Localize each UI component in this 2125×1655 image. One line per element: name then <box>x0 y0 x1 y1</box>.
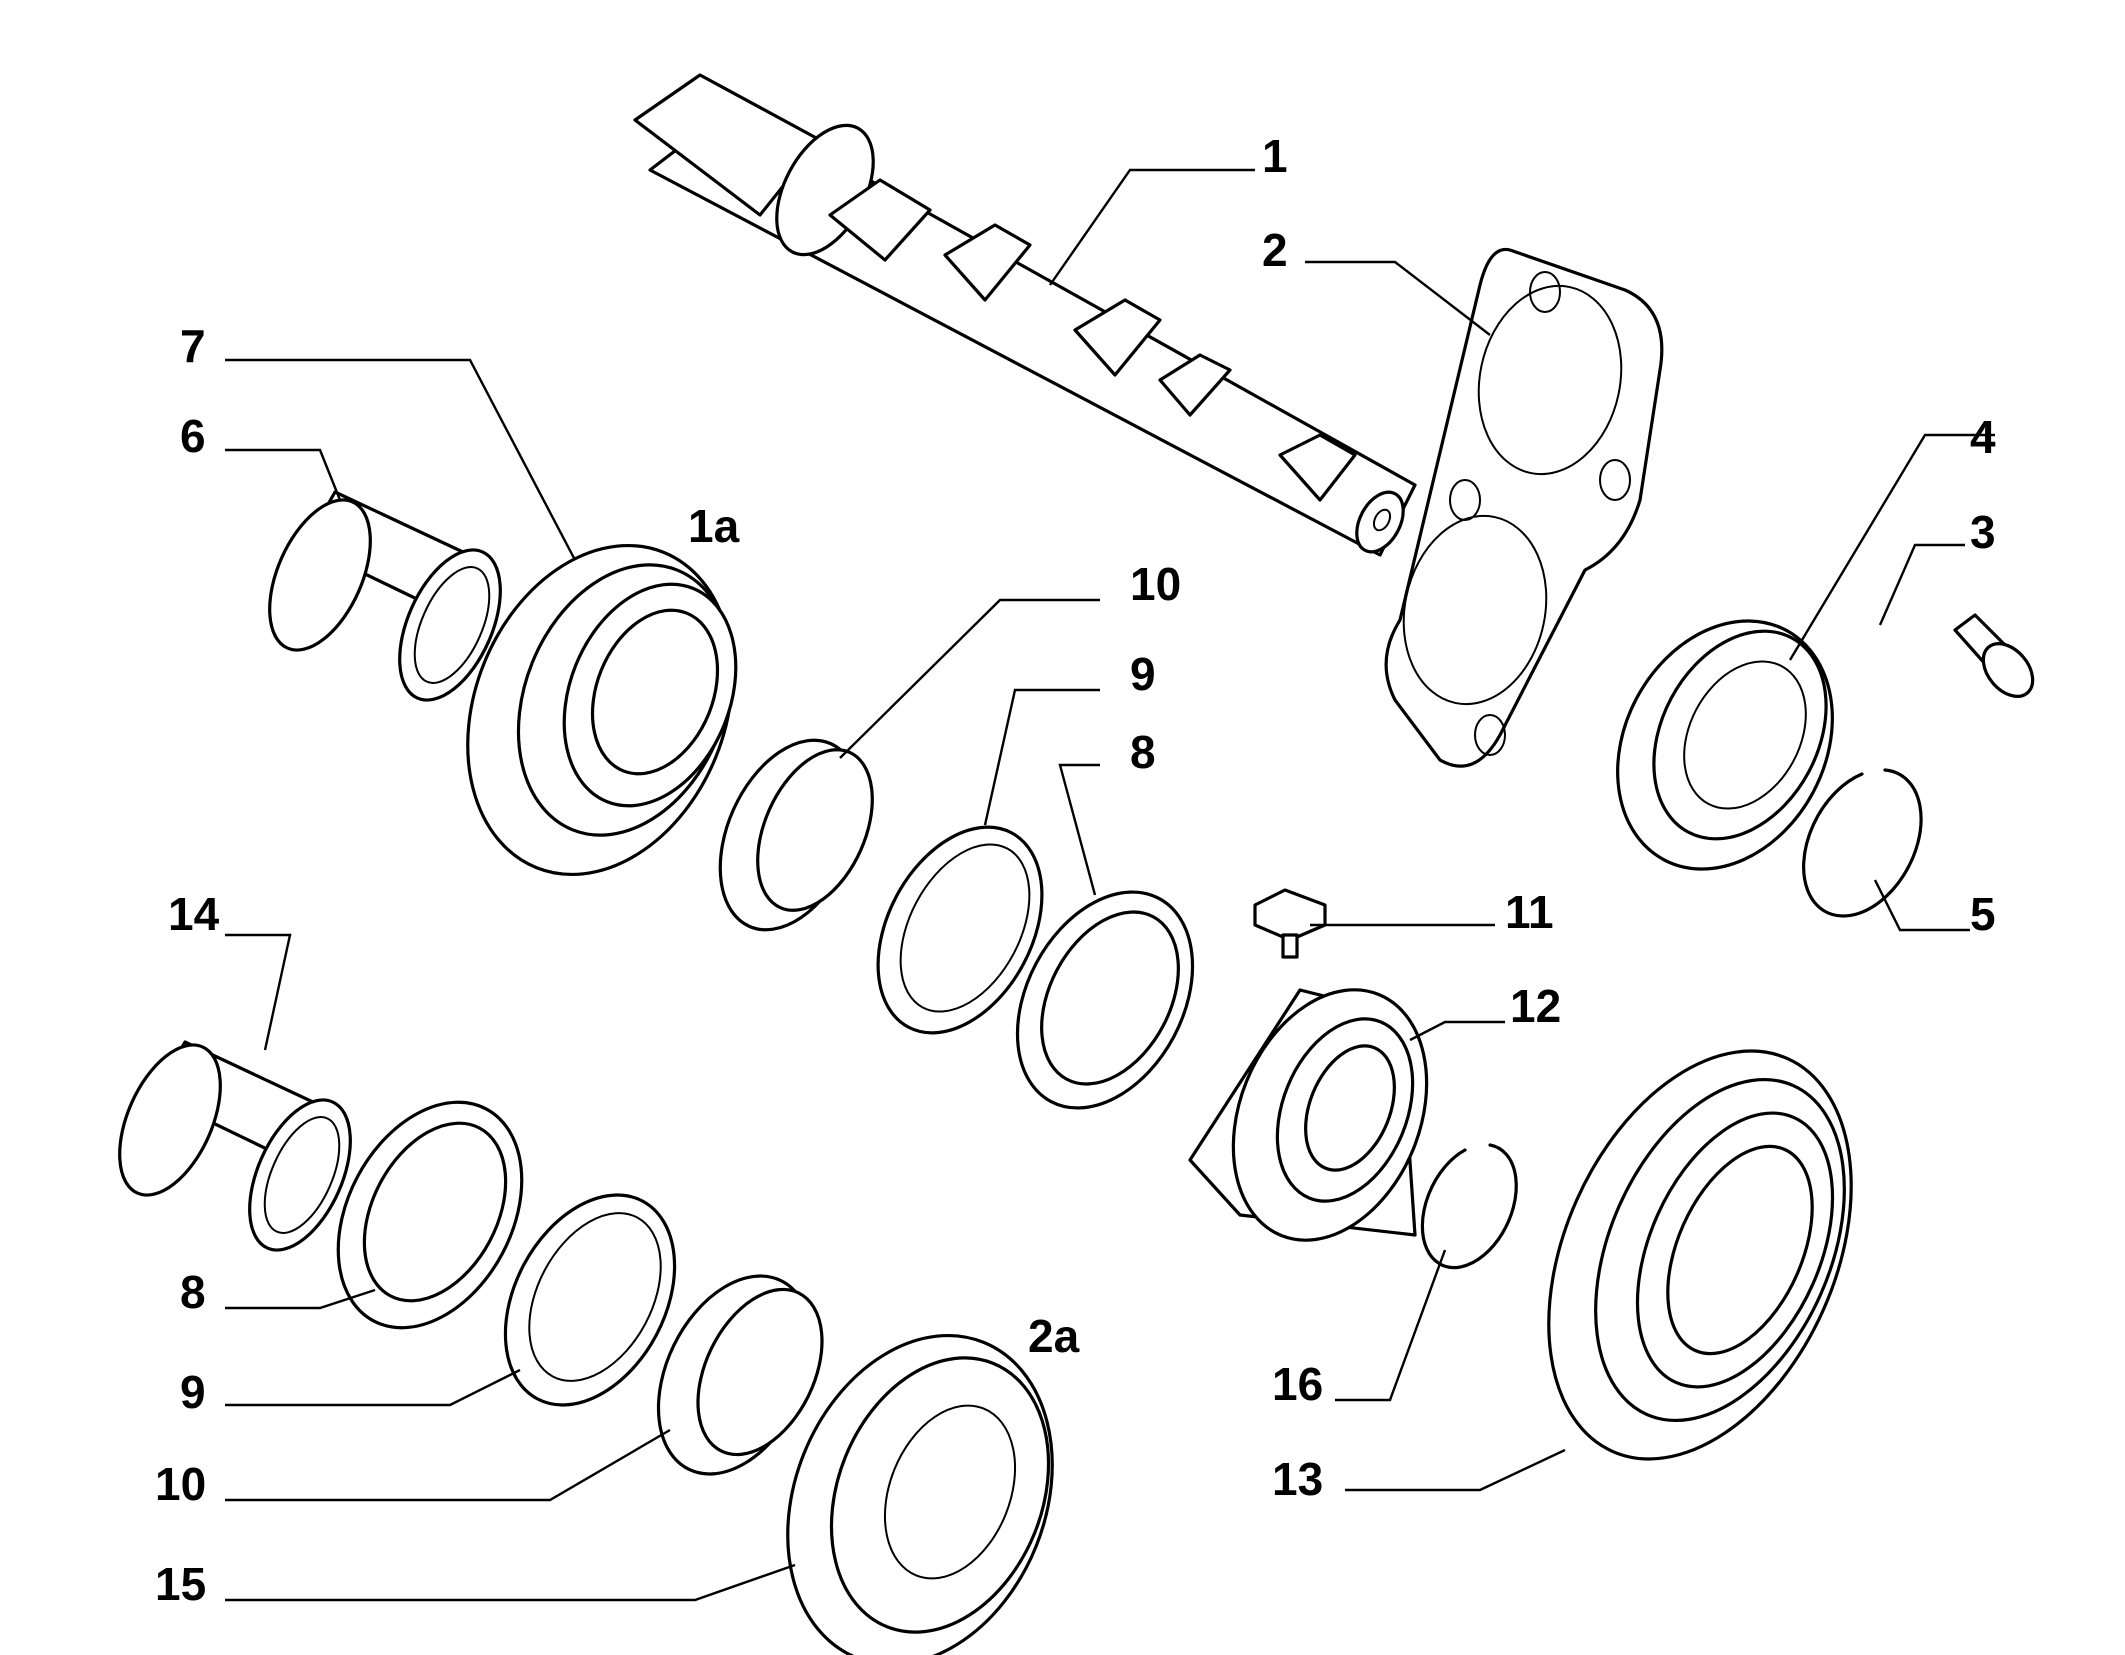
callout-14: 14 <box>168 888 220 940</box>
callout-8-lower: 8 <box>180 1266 206 1318</box>
part-4-bearing <box>1616 619 1834 871</box>
part-3-screw <box>1953 613 2035 698</box>
callout-4: 4 <box>1970 411 1996 463</box>
part-14-needle-bearing <box>118 1040 352 1252</box>
part-2-plate <box>1384 247 1664 768</box>
callout-9-upper: 9 <box>1130 648 1156 700</box>
part-9-ring-upper <box>876 825 1044 1035</box>
callout-2: 2 <box>1262 224 1288 276</box>
part-11-key <box>1253 888 1327 959</box>
callout-8-upper: 8 <box>1130 726 1156 778</box>
part-12-synchro-hub <box>1188 988 1429 1242</box>
part-9-ring-lower <box>503 1193 677 1407</box>
callout-12: 12 <box>1510 980 1561 1032</box>
part-1-main-shaft <box>633 73 1417 557</box>
callout-6: 6 <box>180 410 206 462</box>
part-8-ring-upper <box>1015 890 1195 1110</box>
part-8-ring-lower <box>336 1100 524 1330</box>
part-10-ring-lower <box>656 1274 824 1476</box>
part-6-needle-bearing <box>268 490 502 702</box>
callout-10-lower: 10 <box>155 1458 206 1510</box>
callout-16: 16 <box>1272 1358 1323 1410</box>
callout-13: 13 <box>1272 1453 1323 1505</box>
part-13-sleeve-gear <box>1547 1049 1853 1461</box>
callout-11: 11 <box>1505 886 1554 938</box>
callout-1: 1 <box>1262 130 1288 182</box>
part-10-ring-upper <box>718 738 874 932</box>
callout-3: 3 <box>1970 506 1996 558</box>
part-7-gear <box>466 543 738 877</box>
part-15-gear <box>786 1333 1054 1655</box>
part-5-circlip <box>1802 768 1923 918</box>
callout-15: 15 <box>155 1558 206 1610</box>
callout-7: 7 <box>180 320 206 372</box>
callout-9-lower: 9 <box>180 1366 206 1418</box>
part-16-circlip <box>1420 1143 1518 1270</box>
leader-lines <box>225 168 1995 1602</box>
callout-2a: 2a <box>1028 1310 1080 1362</box>
callout-1a: 1a <box>688 500 740 552</box>
callout-5: 5 <box>1970 888 1996 940</box>
callout-10-upper: 10 <box>1130 558 1181 610</box>
